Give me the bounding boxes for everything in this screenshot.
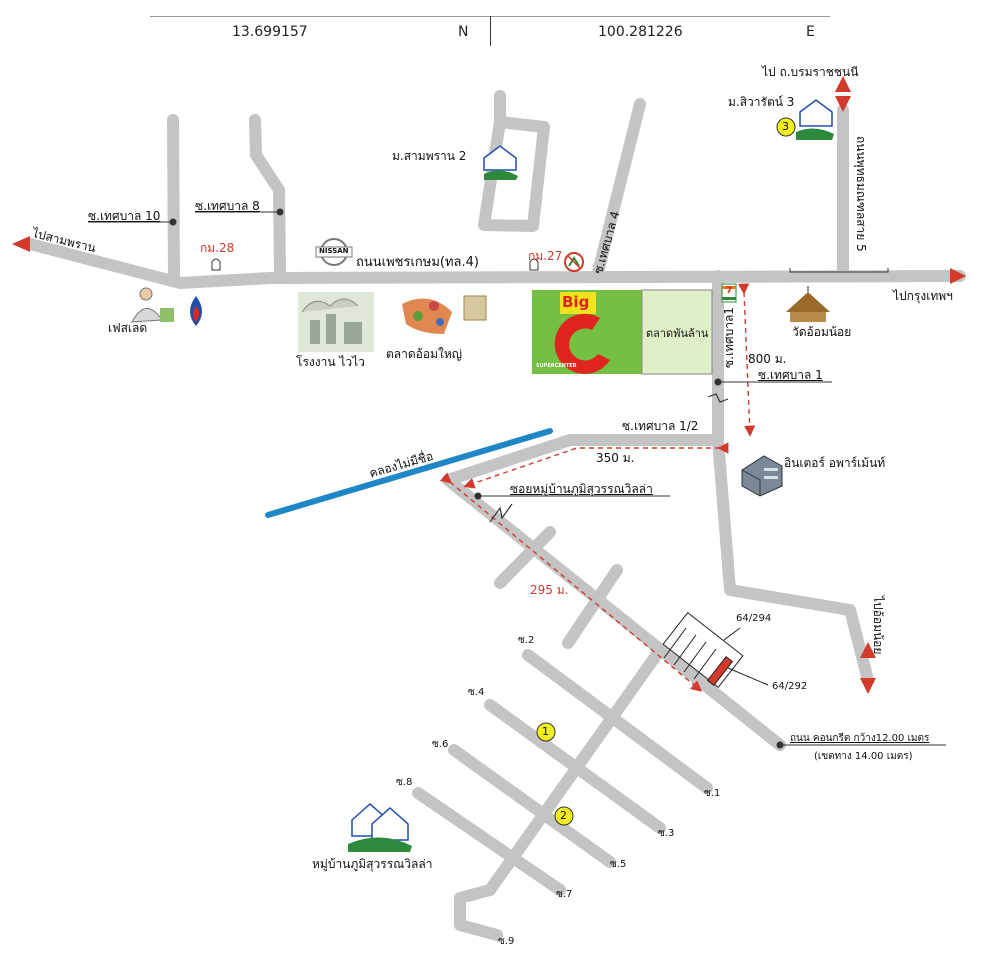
gas-station-icon [190, 296, 202, 326]
bridge-marks [489, 393, 729, 523]
factory-label: โรงงาน ไวไว [296, 355, 365, 369]
village-label: หมู่บ้านภูมิสุวรรณวิลล่า [312, 857, 433, 871]
soi-5-label: ซ.5 [610, 859, 627, 870]
soi-4-label: ซ.4 [468, 687, 485, 698]
marker-3-label: 3 [782, 120, 789, 133]
market-label: ตลาดอ้อมใหญ่ [386, 347, 462, 361]
bigc-logo-big: Big [562, 293, 590, 311]
to-boromrat-label: ไป ถ.บรมราชชนนี [762, 65, 859, 79]
house-icon-village [348, 802, 412, 852]
road-note-2-label: (เขตทาง 14.00 เมตร) [814, 751, 913, 762]
plot-64-292-label: 64/292 [772, 681, 808, 692]
village-soi-label: ซอยหมู่บ้านภูมิสุวรรณวิลล่า [510, 482, 653, 496]
distance-800-label: 800 ม. [748, 352, 787, 366]
marker-2-label: 2 [560, 809, 567, 822]
soi-thesaban-1-2-label: ซ.เทศบาล 1/2 [622, 419, 699, 433]
soi-9-label: ซ.9 [498, 936, 515, 947]
apartment-label: อินเตอร์ อพาร์เม้นท์ [784, 456, 886, 470]
soi-thesaban-8-label: ซ.เทศบาล 8 [195, 199, 260, 213]
house-icon-siwarat3 [796, 99, 834, 140]
soi-2-label: ซ.2 [518, 635, 535, 646]
soi-thesaban-10-label: ซ.เทศบาล 10 [88, 209, 161, 223]
phutthamonthon-road-label: ถนนพุทธมณฑลสาย 5 [854, 136, 868, 252]
soi-3-label: ซ.3 [658, 828, 675, 839]
road-note-label: ถนน คอนกรีต กว้าง12.00 เมตร [790, 733, 930, 744]
distance-350-label: 350 ม. [596, 451, 635, 465]
plots [662, 611, 769, 689]
store-label: ตลาดพันล้าน [646, 327, 709, 340]
pointer-dots [169, 208, 784, 749]
seven-eleven-icon [721, 283, 737, 303]
apartment-icon [741, 455, 783, 497]
house-icon-sampran2 [483, 145, 518, 180]
km27-label: กม.27 [528, 249, 563, 263]
market-icon [402, 295, 487, 334]
km28-label: กม.28 [200, 241, 235, 255]
distance-arrows [439, 283, 756, 692]
km-posts [211, 258, 539, 271]
no-u-turn-sign [564, 252, 584, 272]
to-bangkok-label: ไปกรุงเทพฯ [893, 289, 953, 303]
nissan-logo-icon [315, 238, 353, 266]
soi-8-label: ซ.8 [396, 777, 413, 788]
bigc-logo-subtitle: SUPERCENTER [536, 363, 577, 369]
pointer-lines [88, 211, 946, 746]
distance-295-label: 295 ม. [530, 583, 569, 597]
soi-thesaban-1-vertical-label: ซ.เทศบาล1 [722, 307, 736, 368]
nissan-label: NISSAN [319, 247, 349, 255]
seven-eleven-label: 7 [726, 286, 733, 296]
house-icons [348, 99, 834, 852]
temple-label: วัดอ้อมน้อย [792, 325, 852, 339]
longitude-direction: E [806, 24, 815, 40]
latitude-direction: N [458, 24, 469, 40]
marker-1-label: 1 [542, 725, 549, 738]
soi-7-label: ซ.7 [556, 889, 573, 900]
temple-icon [786, 286, 830, 322]
latitude-value: 13.699157 [232, 24, 308, 40]
longitude-value: 100.281226 [598, 24, 683, 40]
sampran2-label: ม.สามพราน 2 [392, 149, 467, 163]
factory-icon [298, 292, 374, 352]
siwarat3-label: ม.สิวารัตน์ 3 [728, 95, 795, 109]
festled-icon [131, 287, 174, 323]
soi-1-label: ซ.1 [704, 788, 721, 799]
road-arrows [12, 76, 966, 694]
soi-thesaban-1-label: ซ.เทศบาล 1 [758, 368, 823, 382]
festled-label: เฟสเลด [108, 321, 148, 335]
yellow-markers [536, 117, 796, 826]
main-road-label: ถนนเพชรเกษม(ทล.4) [356, 255, 479, 270]
road-bracket [789, 268, 889, 273]
canal [265, 428, 553, 518]
bigc-store [532, 289, 713, 375]
to-omnoi-label: ไปอ้อมน้อย [871, 596, 885, 655]
soi-6-label: ซ.6 [432, 739, 449, 750]
plot-64-294-label: 64/294 [736, 613, 772, 624]
